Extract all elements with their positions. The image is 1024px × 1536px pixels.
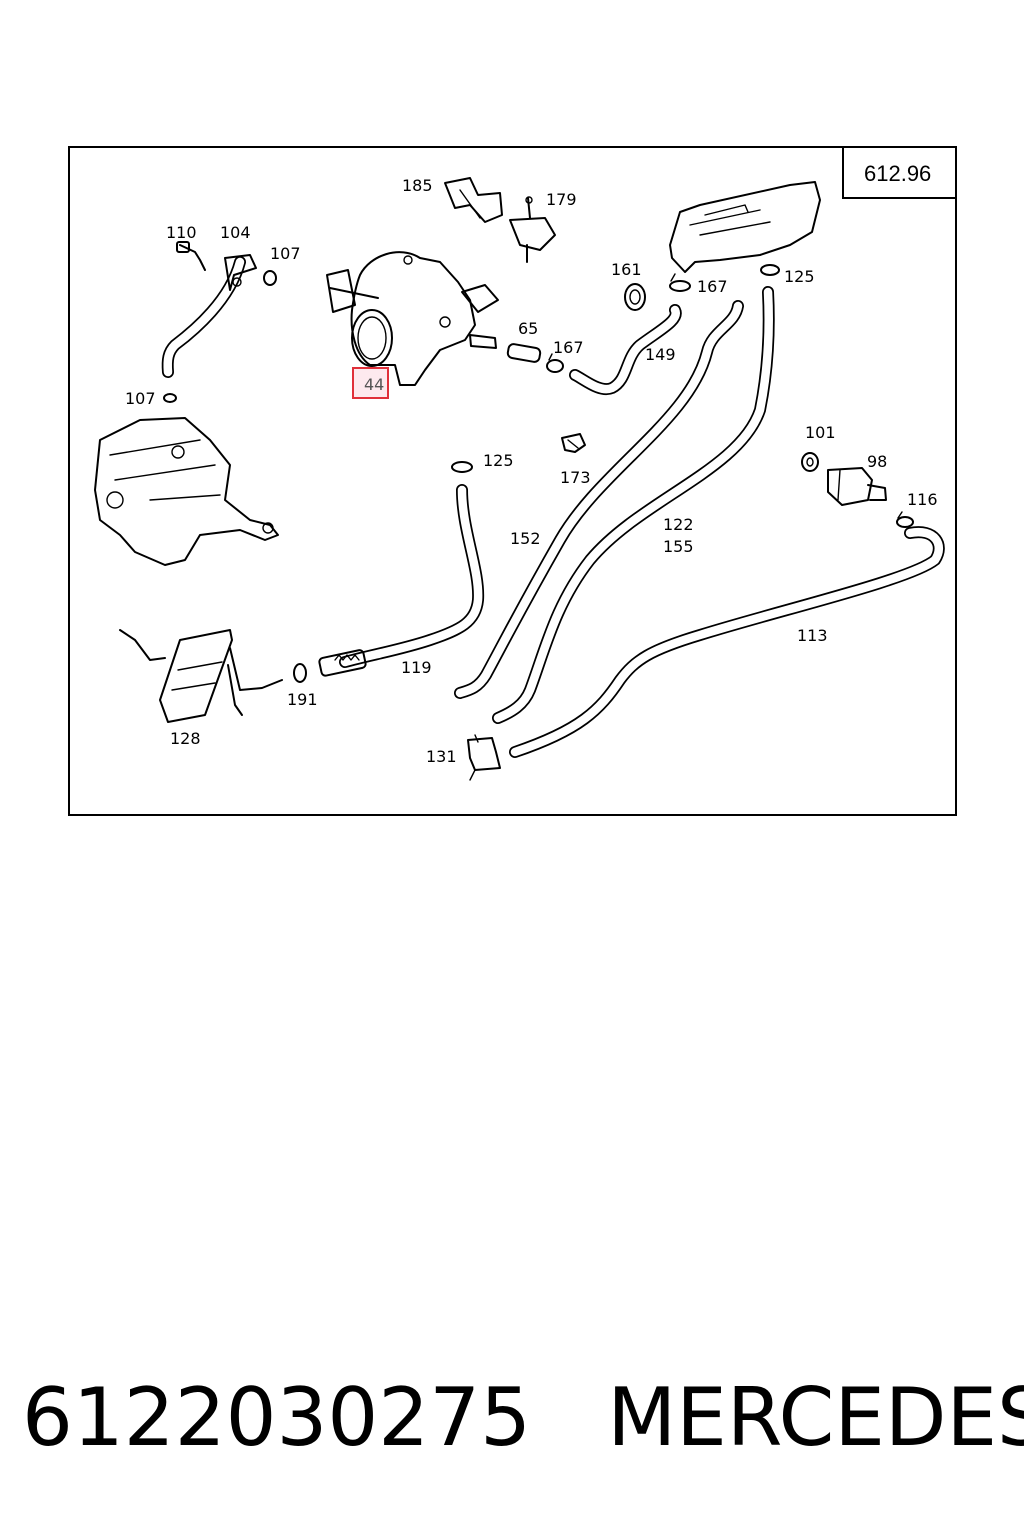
label-191: 191: [287, 690, 318, 709]
label-167-a: 167: [697, 277, 728, 296]
label-167-b: 167: [553, 338, 584, 357]
label-113: 113: [797, 626, 828, 645]
drawing-number: 612.96: [864, 161, 931, 186]
label-104: 104: [220, 223, 251, 242]
label-131: 131: [426, 747, 457, 766]
label-173: 173: [560, 468, 591, 487]
label-155: 155: [663, 537, 694, 556]
clamp-167-a: [669, 273, 691, 292]
hose-122-155: [492, 286, 775, 724]
label-107-b: 107: [125, 389, 156, 408]
caption-gap: [531, 1371, 607, 1464]
label-161: 161: [611, 260, 642, 279]
pipe-104: [161, 254, 257, 378]
label-101: 101: [805, 423, 836, 442]
heat-exchanger-128: [119, 629, 283, 723]
pump-98: [827, 467, 887, 506]
clamp-116: [896, 511, 914, 528]
parts-diagram: 612.96 44: [68, 146, 957, 816]
clamp-191: [293, 663, 307, 683]
label-65: 65: [518, 319, 538, 338]
label-152: 152: [510, 529, 541, 548]
bolt-110: [176, 241, 206, 271]
hose-125-top: [451, 461, 473, 473]
label-125-b: 125: [483, 451, 514, 470]
label-128: 128: [170, 729, 201, 748]
label-122: 122: [663, 515, 694, 534]
ring-161: [624, 283, 646, 311]
label-110: 110: [166, 223, 197, 242]
label-107-a: 107: [270, 244, 301, 263]
caption: 6122030275 MERCEDES: [22, 1370, 1024, 1466]
drawing-number-box: [842, 146, 957, 199]
valve-179: [509, 196, 556, 263]
label-119: 119: [401, 658, 432, 677]
hose-119: [318, 484, 485, 677]
washer-107-a: [263, 270, 277, 286]
thermostat-housing: [326, 251, 499, 386]
highlight-box: [352, 367, 389, 399]
label-179: 179: [546, 190, 577, 209]
washer-101: [801, 452, 819, 472]
label-149: 149: [645, 345, 676, 364]
label-116: 116: [907, 490, 938, 509]
diagram-frame: [68, 146, 957, 816]
hose-113: [509, 526, 945, 758]
label-125-a: 125: [784, 267, 815, 286]
pipe-65: [506, 343, 542, 363]
label-44: 44: [364, 375, 384, 394]
caption-brand: MERCEDES: [607, 1371, 1024, 1464]
label-185: 185: [402, 176, 433, 195]
caption-part-number: 6122030275: [22, 1371, 531, 1464]
clip-173: [561, 433, 586, 453]
cylinder-head: [94, 417, 279, 566]
clip-185: [444, 177, 503, 223]
hose-152: [454, 300, 744, 699]
washer-107-b: [163, 393, 177, 403]
bracket-131: [467, 734, 501, 781]
label-98: 98: [867, 452, 887, 471]
coolant-reservoir: [669, 181, 821, 276]
hose-149: [569, 304, 682, 396]
clamp-167-b: [546, 353, 564, 373]
